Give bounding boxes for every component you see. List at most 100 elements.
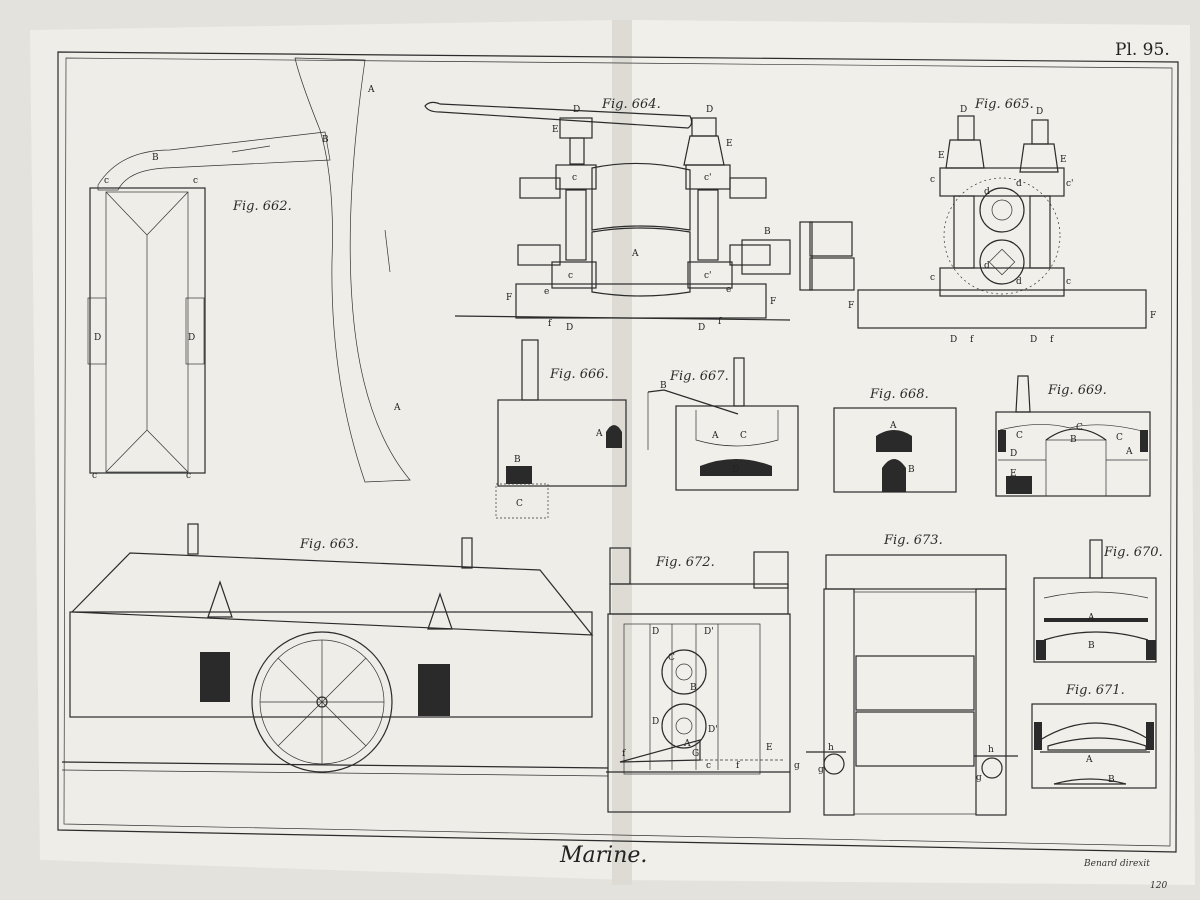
svg-text:g: g	[818, 765, 824, 775]
svg-text:B: B	[908, 465, 915, 475]
svg-text:D: D	[706, 105, 713, 115]
fig-664-label: Fig. 664.	[601, 97, 661, 112]
coupling-box	[741, 239, 791, 275]
svg-text:d: d	[984, 187, 990, 197]
left-wheel-plan	[87, 297, 107, 365]
svg-text:A: A	[1085, 755, 1093, 765]
mill-wall	[69, 611, 593, 718]
svg-text:F: F	[1150, 311, 1156, 321]
svg-text:C: C	[668, 653, 675, 663]
figure-662: Fig. 662. A A B B c c c c D D	[87, 57, 411, 483]
figure-665: Fig. 665. D D E E c c' c c d d d d F F D…	[848, 97, 1156, 345]
chimney-right	[461, 537, 473, 569]
svg-text:D': D'	[704, 627, 714, 637]
svg-text:D: D	[732, 465, 739, 475]
plate-border	[57, 51, 1179, 853]
svg-text:c: c	[193, 176, 198, 186]
lower-crosshead	[939, 267, 1065, 297]
lower-roll-673	[855, 711, 975, 767]
svg-text:F: F	[506, 293, 512, 303]
upper-crosshead	[939, 167, 1065, 197]
svg-text:A: A	[393, 403, 401, 413]
dormer-right	[427, 592, 453, 630]
svg-text:B: B	[1070, 435, 1077, 445]
svg-text:h: h	[828, 743, 834, 753]
svg-text:A: A	[367, 85, 375, 95]
gear-left	[823, 753, 845, 775]
right-wheel-plan	[185, 297, 205, 365]
furnace-671	[1031, 703, 1157, 789]
fig-666-label: Fig. 666.	[549, 367, 609, 382]
svg-text:f: f	[1050, 335, 1054, 345]
svg-text:c': c'	[704, 271, 712, 281]
svg-text:f: f	[970, 335, 974, 345]
svg-text:E: E	[1010, 469, 1017, 479]
furnace-667	[675, 405, 799, 491]
plate-number: Pl. 95.	[1115, 40, 1170, 60]
furnace-666	[497, 399, 627, 487]
figure-664: Fig. 664. D D E E c c' c c' A B F F	[424, 97, 855, 333]
svg-text:f: f	[736, 761, 740, 771]
fig-663-label: Fig. 663.	[299, 537, 359, 552]
upper-roll-end	[979, 187, 1025, 233]
fig-668-label: Fig. 668.	[869, 387, 929, 402]
svg-text:F: F	[770, 297, 776, 307]
svg-text:E: E	[766, 743, 773, 753]
svg-text:c: c	[1066, 277, 1071, 287]
svg-text:A: A	[595, 429, 603, 439]
figure-671: Fig. 671. A B	[1031, 683, 1157, 789]
figure-672: Fig. 672. D D' C B D D' A G E f f c g	[606, 547, 800, 813]
svg-text:D: D	[1036, 107, 1043, 117]
svg-text:f: f	[622, 749, 626, 759]
figure-663: Fig. 663.	[61, 523, 609, 777]
svg-text:d: d	[1016, 179, 1022, 189]
book-gutter	[612, 20, 632, 885]
figure-667: Fig. 667. B A C D	[647, 357, 799, 491]
mill-roof	[70, 552, 594, 636]
fig-667-label: Fig. 667.	[669, 369, 729, 384]
book-pages	[30, 20, 1195, 885]
svg-text:C: C	[1016, 431, 1023, 441]
page-number: 120	[1150, 881, 1167, 891]
svg-text:C: C	[1076, 423, 1083, 433]
svg-text:c: c	[92, 471, 97, 481]
lower-roll-end	[979, 239, 1025, 285]
svg-text:G: G	[692, 749, 699, 759]
svg-text:D: D	[573, 105, 580, 115]
figure-673: Fig. 673. h h g g	[806, 533, 1018, 816]
svg-text:A: A	[683, 739, 691, 749]
svg-text:B: B	[660, 381, 667, 391]
lower-roll-672	[661, 703, 707, 749]
svg-text:c: c	[186, 471, 191, 481]
figure-666: Fig. 666. A B C	[495, 339, 627, 519]
svg-text:D: D	[188, 333, 195, 343]
svg-text:c': c'	[1066, 179, 1074, 189]
svg-text:h: h	[988, 745, 994, 755]
post-left	[565, 189, 587, 261]
svg-text:F: F	[848, 301, 854, 311]
mill-door-left	[200, 652, 230, 702]
svg-text:D: D	[950, 335, 957, 345]
svg-text:E: E	[938, 151, 945, 161]
svg-text:c': c'	[704, 173, 712, 183]
svg-text:g: g	[794, 761, 800, 771]
svg-text:B: B	[514, 455, 521, 465]
svg-text:A: A	[631, 249, 639, 259]
svg-text:A: A	[1125, 447, 1133, 457]
svg-text:d: d	[1016, 277, 1022, 287]
svg-text:B: B	[152, 153, 159, 163]
svg-text:E: E	[726, 139, 733, 149]
figure-670: Fig. 670. A B	[1033, 539, 1163, 663]
upper-roll-672	[661, 649, 707, 695]
brick-dome	[1045, 439, 1107, 497]
svg-text:D: D	[960, 105, 967, 115]
svg-text:c: c	[706, 761, 711, 771]
stand-672	[607, 613, 791, 813]
svg-text:d: d	[984, 261, 990, 271]
svg-text:C: C	[1116, 433, 1123, 443]
svg-text:B: B	[690, 683, 697, 693]
plate-title: Marine.	[559, 843, 647, 868]
figure-668: Fig. 668. A B	[833, 387, 957, 493]
svg-text:e: e	[544, 287, 549, 297]
